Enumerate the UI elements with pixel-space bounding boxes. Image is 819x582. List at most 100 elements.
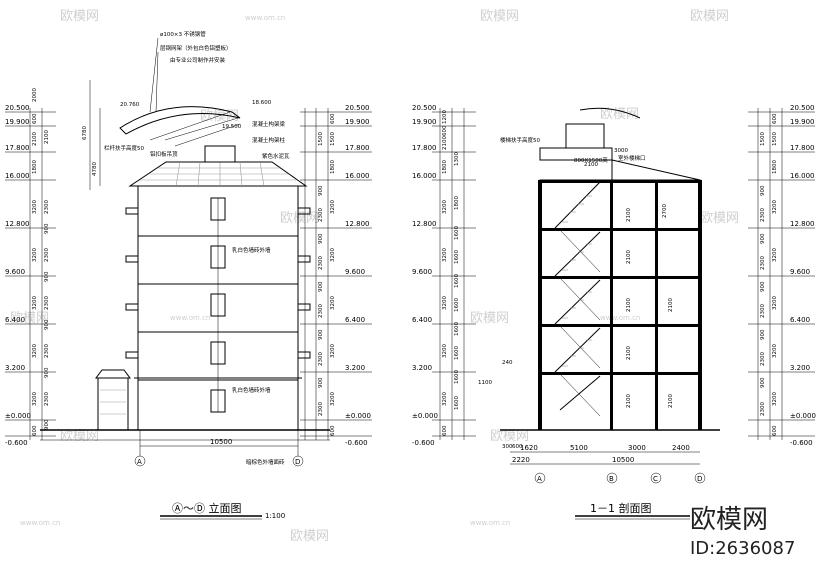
brand-id: ID:2636087 (690, 538, 795, 559)
level-label: 9.600 (790, 268, 810, 276)
level-label: ±0.000 (5, 412, 31, 420)
watermark-logo: 欧模网 (490, 429, 529, 444)
svg-text:2300: 2300 (760, 352, 766, 366)
overall-dim: 4780 (92, 162, 98, 176)
svg-text:1800: 1800 (454, 196, 460, 210)
note: 层钢网架（外包白色铝塑板） (160, 44, 232, 52)
svg-text:2300: 2300 (760, 304, 766, 318)
watermarks: 欧模网 www.om.cn 欧模网 欧模网 欧模网 欧模网 欧模网 欧模网 欧模… (10, 9, 739, 544)
section-level-ticks (432, 111, 815, 437)
svg-text:2300: 2300 (44, 248, 50, 262)
level-label: 16.000 (790, 172, 815, 180)
axis-label: D (295, 458, 300, 466)
svg-text:3200: 3200 (32, 344, 38, 358)
total-dim: 2220 (512, 456, 530, 464)
level-label: 6.400 (345, 316, 365, 324)
balconies (125, 207, 311, 359)
width-dim: 10500 (210, 438, 232, 446)
roof-tiles (140, 161, 296, 187)
span-dim: 1620 (520, 444, 538, 452)
level-ticks (5, 111, 372, 437)
svg-text:600: 600 (330, 113, 336, 124)
svg-text:3200: 3200 (330, 392, 336, 406)
svg-text:3200: 3200 (442, 296, 448, 310)
note: 紫色水泥瓦 (262, 152, 290, 160)
svg-text:3200: 3200 (32, 392, 38, 406)
svg-text:3200: 3200 (772, 392, 778, 406)
watermark-logo: 欧模网 (690, 9, 729, 24)
svg-text:600: 600 (32, 425, 38, 436)
svg-text:3200: 3200 (330, 296, 336, 310)
small-dim: 240 (502, 360, 513, 366)
svg-text:600: 600 (442, 425, 448, 436)
svg-text:1600: 1600 (454, 250, 460, 264)
section-levels-left: 20.500 19.900 17.800 16.000 12.800 9.600… (412, 104, 438, 447)
wall (610, 180, 613, 430)
axis-label: A (537, 475, 542, 483)
note: 铝扣板吊顶 (150, 150, 178, 158)
svg-text:900: 900 (318, 281, 324, 292)
inner-dim: 2100 (668, 298, 674, 312)
elevation-title: Ⓐ～Ⓓ 立面图 (172, 501, 242, 515)
elevation-drawing: 20.500 19.900 17.800 16.000 12.800 9.600… (5, 30, 372, 520)
dims-left-inner: 2100 2300 900 2300 900 2300 900 2300 900… (44, 130, 50, 430)
section-axes: A B C D (534, 472, 706, 484)
svg-text:900: 900 (318, 233, 324, 244)
inner-dim: 2100 (626, 394, 632, 408)
roof-level: 18.600 (252, 100, 272, 106)
level-label: 9.600 (345, 268, 365, 276)
svg-text:900: 900 (760, 185, 766, 196)
dims-right-inner: 1500 900 2300 900 2300 900 2300 900 2300… (318, 132, 324, 416)
total-dim: 10500 (612, 456, 634, 464)
axis-marker (694, 472, 706, 484)
svg-text:900: 900 (44, 367, 50, 378)
svg-text:1800: 1800 (32, 160, 38, 174)
svg-text:2300: 2300 (318, 304, 324, 318)
span-dim: 5100 (570, 444, 588, 452)
rail-note: 楼梯扶手高度50 (500, 136, 540, 144)
svg-text:1600: 1600 (454, 396, 460, 410)
watermark-logo: 欧模网 (600, 107, 639, 122)
inner-dim: 3000 (614, 148, 628, 154)
section-drawing: 20.500 19.900 17.800 16.000 12.800 9.600… (412, 104, 816, 520)
axis-marker (606, 472, 618, 484)
watermark-url: www.om.cn (470, 519, 510, 527)
roof-canopy-struts (149, 111, 241, 147)
level-label: 12.800 (790, 220, 815, 228)
svg-text:900: 900 (760, 329, 766, 340)
note: 乳白色墙砖外墙 (232, 386, 271, 394)
inner-dim: 2700 (662, 204, 668, 218)
level-label: 3.200 (412, 364, 432, 372)
svg-text:900: 900 (318, 377, 324, 388)
inner-dim: 2100 (626, 346, 632, 360)
level-label: 20.500 (5, 104, 30, 112)
svg-text:1800: 1800 (772, 160, 778, 174)
svg-text:3200: 3200 (772, 296, 778, 310)
brand-badge: 欧模网 ID:2636087 (690, 505, 795, 559)
level-label: 6.400 (412, 316, 432, 324)
level-label: 19.900 (345, 118, 370, 126)
note: ø100×3 不锈钢管 (160, 30, 206, 38)
watermark-logo: 欧模网 (280, 211, 319, 226)
svg-text:1500: 1500 (760, 132, 766, 146)
opening-label: 800X1500高 (574, 156, 608, 164)
small-dim: 1100 (478, 380, 492, 386)
svg-text:2300: 2300 (318, 352, 324, 366)
note: 栏杆扶手高度50 (104, 144, 144, 152)
watermark-logo: 欧模网 (700, 211, 739, 226)
level-label: 9.600 (412, 268, 432, 276)
note: 由专业公司制作并安装 (170, 56, 226, 64)
roof-note: 室外楼梯口 (618, 154, 646, 162)
svg-text:600: 600 (772, 425, 778, 436)
section-dims-right-inner: 1500 900 2300 900 2300 900 2300 900 2300… (760, 132, 766, 416)
svg-text:2300: 2300 (318, 402, 324, 416)
svg-text:900: 900 (44, 319, 50, 330)
axis-label: A (137, 458, 142, 466)
svg-text:900: 900 (760, 233, 766, 244)
small-dim: 600 (512, 444, 523, 450)
hip-roof (128, 161, 308, 187)
note: 暗棕色外墙面砖 (246, 458, 285, 466)
svg-text:3200: 3200 (32, 248, 38, 262)
wall (655, 180, 658, 430)
